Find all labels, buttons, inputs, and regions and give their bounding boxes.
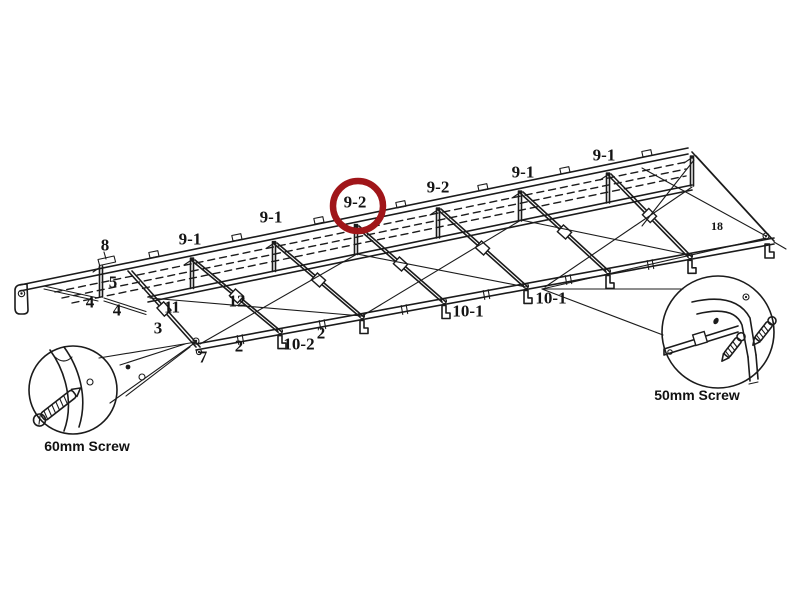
part-label-2: 2 (316, 323, 326, 343)
screw-50mm-b (752, 315, 777, 346)
callout-50mm-screw (541, 275, 777, 389)
part-label-8: 8 (100, 235, 110, 255)
part-label-7: 7 (198, 347, 208, 367)
part-label-9-2: 9-2 (426, 177, 450, 197)
cross-wires (149, 159, 767, 345)
part-label-3: 3 (153, 318, 163, 338)
highlight-circle (329, 177, 387, 235)
part-label-12: 12 (228, 291, 246, 311)
left-end (14, 251, 147, 316)
screw-60mm (32, 387, 82, 427)
part-label-10-2: 10-2 (283, 334, 315, 354)
joint-7-bolts (192, 337, 203, 356)
part-label-9-1: 9-1 (259, 207, 283, 227)
callout-caption-50mm: 50mm Screw (654, 387, 740, 403)
rafters (127, 173, 693, 348)
front-feet (276, 252, 697, 350)
part-label-2: 2 (234, 336, 244, 356)
part-label-4: 4 (85, 292, 95, 312)
callout-caption-60mm: 60mm Screw (44, 438, 130, 454)
back-rail (19, 147, 693, 304)
callout-60mm-screw (28, 341, 197, 435)
right-end (691, 151, 787, 259)
part-label-10-1: 10-1 (452, 301, 484, 321)
part-label-18: 18 (711, 219, 723, 233)
screw-50mm-a (721, 331, 746, 362)
part-label-9-1: 9-1 (511, 162, 535, 182)
part-label-4: 4 (112, 300, 122, 320)
part-label-9-1: 9-1 (178, 229, 202, 249)
part-label-5: 5 (108, 272, 118, 292)
part-label-9-2-highlighted: 9-2 (343, 192, 367, 212)
part-label-10-1: 10-1 (535, 288, 567, 308)
rail-clip-tabs (148, 149, 653, 259)
part-label-9-1: 9-1 (592, 145, 616, 165)
part-label-11: 11 (163, 297, 181, 317)
